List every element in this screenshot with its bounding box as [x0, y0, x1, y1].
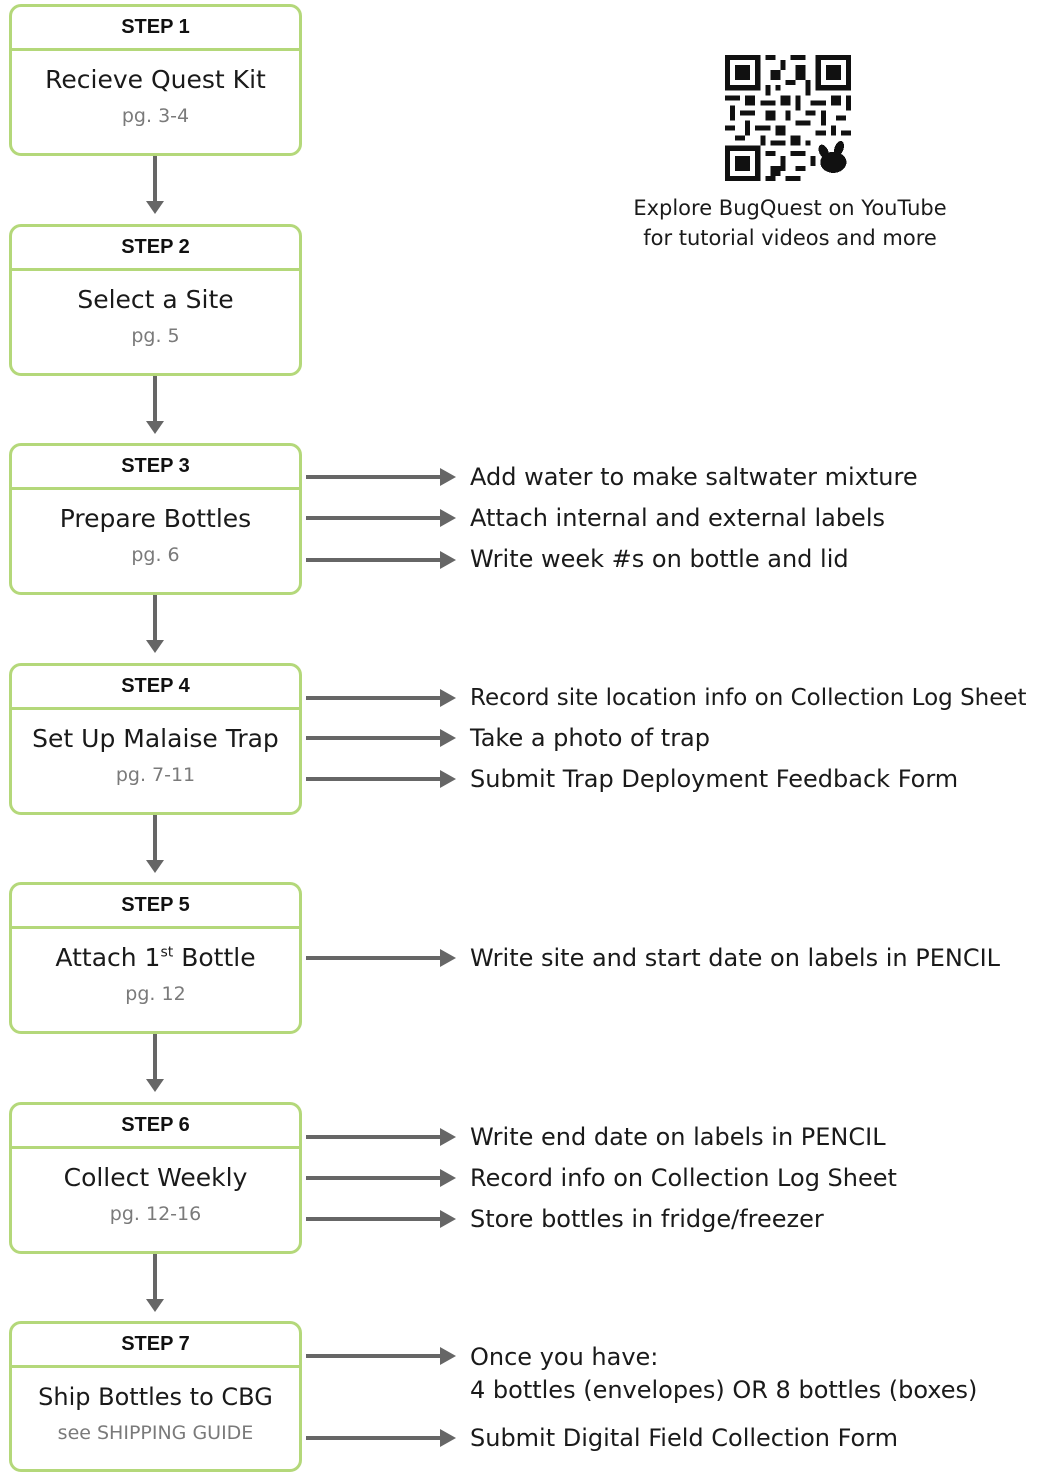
qr-caption-line-1: Explore BugQuest on YouTube — [633, 196, 947, 220]
down-arrow — [146, 595, 164, 653]
step-3-box: STEP 3 Prepare Bottles pg. 6 — [9, 443, 302, 595]
right-arrow — [306, 1169, 456, 1187]
step-title: Prepare Bottles — [59, 504, 252, 533]
step-title-rest: Bottle — [173, 943, 256, 972]
down-arrow — [146, 376, 164, 434]
right-arrow — [306, 770, 456, 788]
step-2-box: STEP 2 Select a Site pg. 5 — [9, 224, 302, 376]
step-7-note: 4 bottles (envelopes) OR 8 bottles (boxe… — [470, 1376, 978, 1404]
step-label: STEP 1 — [12, 7, 299, 51]
step-label: STEP 7 — [12, 1324, 299, 1368]
step-4-box: STEP 4 Set Up Malaise Trap pg. 7-11 — [9, 663, 302, 815]
step-7-note: Submit Digital Field Collection Form — [470, 1424, 899, 1452]
qr-caption: Explore BugQuest on YouTube for tutorial… — [590, 193, 990, 253]
step-page-ref: pg. 12 — [125, 983, 186, 1005]
down-arrow — [146, 156, 164, 214]
right-arrow — [306, 729, 456, 747]
down-arrow — [146, 815, 164, 873]
step-title: Attach 1st Bottle — [12, 943, 299, 973]
step-4-note: Submit Trap Deployment Feedback Form — [470, 765, 959, 793]
step-title-main: Attach 1 — [55, 943, 161, 972]
step-title: Collect Weekly — [63, 1163, 248, 1192]
shipping-guide-link[interactable]: SHIPPING GUIDE — [97, 1422, 254, 1444]
right-arrow — [306, 509, 456, 527]
right-arrow — [306, 689, 456, 707]
down-arrow — [146, 1254, 164, 1312]
step-3-note: Write week #s on bottle and lid — [470, 545, 849, 573]
step-5-note: Write site and start date on labels in P… — [470, 944, 1001, 972]
right-arrow — [306, 1128, 456, 1146]
step-4-note: Record site location info on Collection … — [470, 685, 1027, 711]
down-arrow — [146, 1034, 164, 1092]
step-title: Ship Bottles to CBG — [38, 1383, 273, 1411]
step-1-box: STEP 1 Recieve Quest Kit pg. 3-4 — [9, 4, 302, 156]
right-arrow — [306, 551, 456, 569]
step-page-ref: pg. 7-11 — [115, 764, 196, 786]
qr-code-icon[interactable] — [724, 55, 852, 181]
right-arrow — [306, 1347, 456, 1365]
step-title: Set Up Malaise Trap — [32, 724, 279, 753]
step-6-note: Record info on Collection Log Sheet — [470, 1164, 897, 1192]
step-page-ref: pg. 12-16 — [109, 1203, 202, 1225]
step-6-box: STEP 6 Collect Weekly pg. 12-16 — [9, 1102, 302, 1254]
step-4-note: Take a photo of trap — [470, 724, 710, 752]
step-page-ref: pg. 6 — [131, 544, 180, 566]
step-title: Select a Site — [77, 285, 234, 314]
step-label: STEP 2 — [12, 227, 299, 271]
qr-caption-line-2: for tutorial videos and more — [643, 226, 937, 250]
step-label: STEP 6 — [12, 1105, 299, 1149]
step-label: STEP 4 — [12, 666, 299, 710]
step-page-ref: see SHIPPING GUIDE — [12, 1422, 299, 1444]
step-page-ref: pg. 3-4 — [121, 105, 190, 127]
step-3-note: Attach internal and external labels — [470, 504, 885, 532]
step-6-note: Write end date on labels in PENCIL — [470, 1123, 886, 1151]
step-5-box: STEP 5 Attach 1st Bottle pg. 12 — [9, 882, 302, 1034]
step-6-note: Store bottles in fridge/freezer — [470, 1205, 824, 1233]
step-7-box: STEP 7 Ship Bottles to CBG see SHIPPING … — [9, 1321, 302, 1472]
step-label: STEP 3 — [12, 446, 299, 490]
step-label: STEP 5 — [12, 885, 299, 929]
step-page-prefix: see — [57, 1422, 91, 1444]
step-page-ref: pg. 5 — [131, 325, 180, 347]
right-arrow — [306, 1429, 456, 1447]
step-title: Recieve Quest Kit — [45, 65, 266, 94]
right-arrow — [306, 949, 456, 967]
step-title-superscript: st — [160, 944, 174, 961]
step-3-note: Add water to make saltwater mixture — [470, 463, 918, 491]
step-7-note: Once you have: — [470, 1343, 659, 1371]
right-arrow — [306, 1210, 456, 1228]
right-arrow — [306, 468, 456, 486]
